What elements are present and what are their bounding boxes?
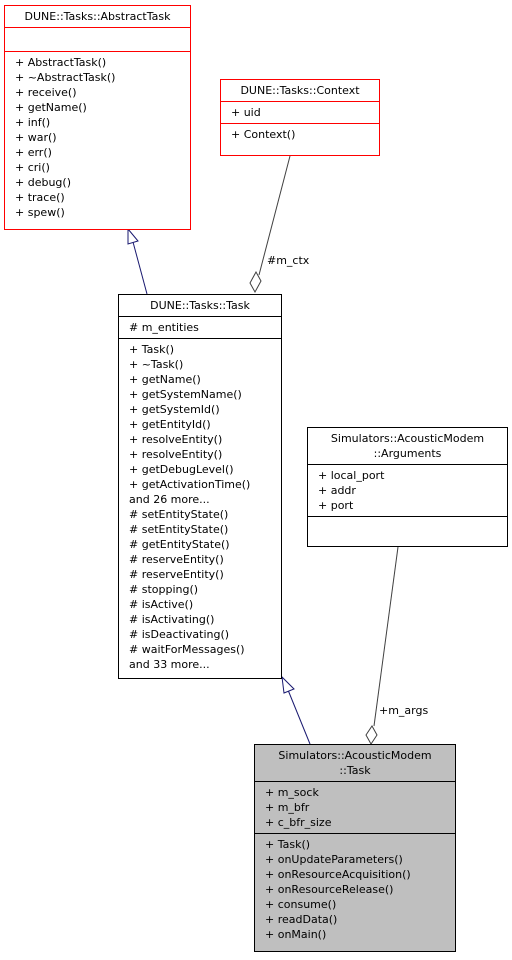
method-item: # isActivating() (129, 613, 215, 626)
class-task[interactable]: DUNE::Tasks::Task # m_entities + Task()+… (118, 294, 282, 679)
inheritance-arrowhead-task (281, 675, 295, 694)
method-list: + Context() (221, 123, 379, 145)
attribute-item: + port (318, 499, 354, 512)
method-item: + getSystemName() (129, 388, 242, 401)
method-item: # stopping() (129, 583, 199, 596)
method-item: + war() (15, 131, 57, 144)
class-title: Simulators::AcousticModem ::Task (255, 745, 455, 781)
composition-diamond-arguments (365, 725, 378, 745)
method-item: + err() (15, 146, 52, 159)
method-item: # waitForMessages() (129, 643, 245, 656)
method-item: + ~Task() (129, 358, 184, 371)
edge-label-m-args: +m_args (379, 704, 429, 717)
attribute-item: + uid (231, 106, 261, 119)
attribute-item: # m_entities (129, 321, 199, 334)
class-title-line: Simulators::AcousticModem (278, 749, 432, 762)
attribute-list: # m_entities (119, 316, 281, 338)
method-list: + Task() + onUpdateParameters() + onResour… (255, 833, 455, 945)
attribute-item: + m_bfr (265, 801, 310, 814)
method-list: + AbstractTask() + ~AbstractTask() + recei… (5, 51, 190, 223)
class-title-line: Simulators::AcousticModem (330, 432, 485, 445)
method-item: + Task() (129, 343, 175, 356)
composition-edge-arguments-modemtask (373, 546, 399, 727)
method-item: + onUpdateParameters() (265, 853, 403, 866)
method-item: # reserveEntity() (129, 553, 224, 566)
method-item: # getEntityState() (129, 538, 230, 551)
method-item: + getDebugLevel() (129, 463, 234, 476)
method-item: + consume() (265, 898, 337, 911)
attribute-item: + c_bfr_size (265, 816, 332, 829)
method-list (308, 516, 507, 540)
composition-diamond-context (249, 270, 262, 294)
method-item: + onResourceAcquisition() (265, 868, 411, 881)
method-item: + receive() (15, 86, 77, 99)
class-title: DUNE::Tasks::AbstractTask (24, 10, 171, 23)
class-title: Simulators::AcousticModem ::Arguments (308, 428, 507, 464)
attribute-item: + m_sock (265, 786, 319, 799)
method-item: + debug() (15, 176, 71, 189)
method-item: + onMain() (265, 928, 327, 941)
class-context[interactable]: DUNE::Tasks::Context + uid + Context() (220, 79, 380, 156)
method-item: + cri() (15, 161, 50, 174)
method-item: # isActive() (129, 598, 194, 611)
attribute-list: + m_sock + m_bfr + c_bfr_size (255, 781, 455, 833)
method-item: + Context() (231, 128, 296, 141)
method-item: + onResourceRelease() (265, 883, 394, 896)
method-item: + spew() (15, 206, 65, 219)
attribute-list: + local_port + addr + port (308, 464, 507, 516)
method-item: + resolveEntity() (129, 433, 223, 446)
method-item: # isDeactivating() (129, 628, 230, 641)
class-title-line: ::Arguments (373, 447, 442, 460)
method-item: + Task() (265, 838, 311, 851)
method-item: + resolveEntity() (129, 448, 223, 461)
attribute-list: + uid (221, 101, 379, 123)
inheritance-arrowhead-abstracttask (127, 227, 139, 245)
attribute-list (5, 27, 190, 51)
edge-label-m-ctx: #m_ctx (267, 254, 310, 267)
method-item: # setEntityState() (129, 523, 229, 536)
method-item: + inf() (15, 116, 51, 129)
composition-edge-context-task (258, 155, 291, 276)
method-item: + getActivationTime() (129, 478, 251, 491)
attribute-item: + addr (318, 484, 356, 497)
method-item: + getSystemId() (129, 403, 220, 416)
method-item: # setEntityState() (129, 508, 229, 521)
inheritance-edge-task-modemtask (287, 689, 311, 745)
class-arguments[interactable]: Simulators::AcousticModem ::Arguments + … (307, 427, 508, 547)
method-item: + getName() (129, 373, 201, 386)
method-item: + ~AbstractTask() (15, 71, 116, 84)
method-item: and 26 more... (129, 493, 210, 506)
method-item: + trace() (15, 191, 65, 204)
class-title: DUNE::Tasks::Task (150, 299, 250, 312)
class-title-line: ::Task (339, 764, 371, 777)
method-item: and 33 more... (129, 658, 210, 671)
class-modem-task[interactable]: Simulators::AcousticModem ::Task + m_soc… (254, 744, 456, 952)
inheritance-edge-abstracttask-task (132, 241, 148, 295)
class-title: DUNE::Tasks::Context (240, 84, 360, 97)
method-item: + getEntityId() (129, 418, 211, 431)
class-abstract-task[interactable]: DUNE::Tasks::AbstractTask + AbstractTask… (4, 5, 191, 230)
attribute-item: + local_port (318, 469, 385, 482)
method-item: + AbstractTask() (15, 56, 107, 69)
method-item: + readData() (265, 913, 338, 926)
method-item: + getName() (15, 101, 87, 114)
method-list: + Task() + ~Task() + getName() + getSystemN… (119, 338, 281, 675)
method-item: # reserveEntity() (129, 568, 224, 581)
